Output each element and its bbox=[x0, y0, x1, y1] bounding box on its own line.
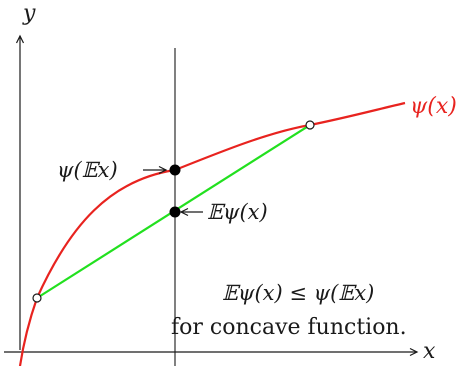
expectation-of-psi-point bbox=[169, 206, 181, 218]
expectation-of-psi-label: 𝔼ψ(x) bbox=[207, 200, 268, 224]
y-axis-label: y bbox=[22, 1, 36, 26]
chord-right-endpoint bbox=[305, 120, 315, 130]
curve-label: ψ(x) bbox=[410, 94, 457, 119]
psi-of-expectation-point bbox=[169, 164, 181, 176]
chord-left-endpoint bbox=[32, 293, 42, 303]
jensen-inequality: 𝔼ψ(x) ≤ ψ(𝔼x) bbox=[222, 281, 374, 305]
psi-of-expectation-label: ψ(𝔼x) bbox=[57, 158, 118, 182]
x-axis-label: x bbox=[423, 339, 436, 364]
caption: for concave function. bbox=[171, 315, 407, 340]
